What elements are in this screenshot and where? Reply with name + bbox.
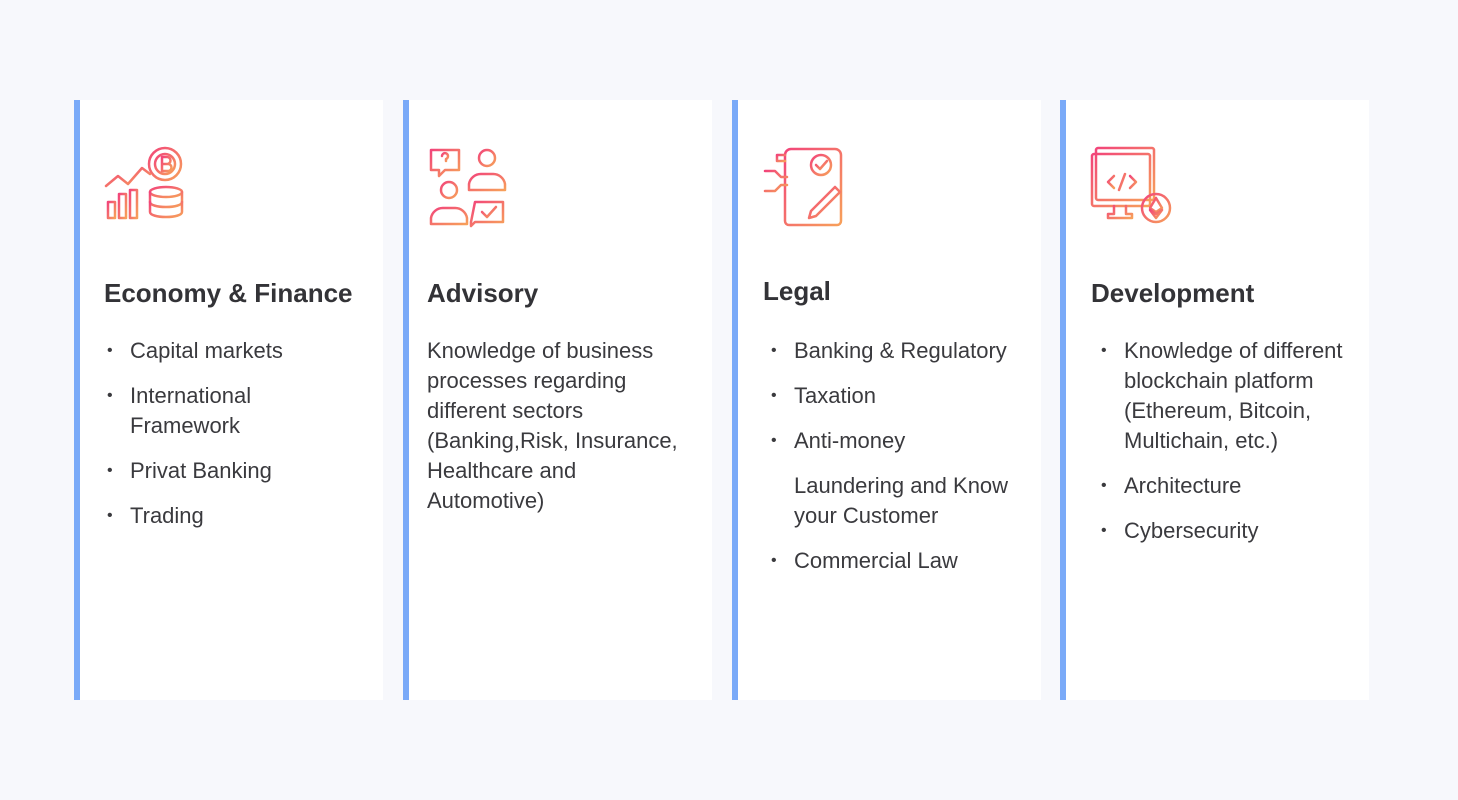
- list-item: Architecture: [1098, 471, 1345, 501]
- legal-document-signing-icon: [763, 147, 843, 227]
- list-item: Laundering and Know your Customer: [794, 473, 1009, 528]
- bullet-list: Capital markets International Framework …: [104, 336, 363, 531]
- card-title: Development: [1091, 278, 1255, 308]
- card-body: Banking & Regulatory Taxation Anti-money…: [768, 336, 1021, 591]
- list-item: Privat Banking: [104, 456, 363, 486]
- list-item: Capital markets: [104, 336, 363, 366]
- list-item: Cybersecurity: [1098, 516, 1345, 546]
- bullet-list: Banking & Regulatory Taxation Anti-money…: [768, 336, 1021, 576]
- card-title: Legal: [763, 276, 831, 306]
- card-body: Capital markets International Framework …: [104, 336, 363, 546]
- list-item: Banking & Regulatory: [768, 336, 1021, 366]
- list-item: Trading: [104, 501, 363, 531]
- card-description: Knowledge of business processes regardin…: [427, 338, 678, 513]
- list-item: Commercial Law: [768, 546, 1021, 576]
- card-legal: Legal Banking & Regulatory Taxation Anti…: [732, 100, 1041, 700]
- consultation-people-icon: [429, 148, 507, 228]
- code-monitor-ethereum-icon: [1090, 146, 1172, 224]
- list-item: Knowledge of different blockchain platfo…: [1098, 336, 1345, 456]
- list-item: Taxation: [768, 381, 1021, 411]
- card-advisory: Advisory Knowledge of business processes…: [403, 100, 712, 700]
- card-title: Economy & Finance: [104, 278, 353, 308]
- card-economy-finance: Economy & Finance Capital markets Intern…: [74, 100, 383, 700]
- finance-chart-bitcoin-icon: [104, 146, 184, 222]
- card-title: Advisory: [427, 278, 539, 308]
- card-body: Knowledge of business processes regardin…: [427, 336, 684, 516]
- card-body: Knowledge of different blockchain platfo…: [1098, 336, 1345, 561]
- list-item: Anti-money: [768, 426, 1021, 456]
- bullet-list: Knowledge of different blockchain platfo…: [1098, 336, 1345, 546]
- card-development: Development Knowledge of different block…: [1060, 100, 1369, 700]
- list-item: International Framework: [104, 381, 363, 441]
